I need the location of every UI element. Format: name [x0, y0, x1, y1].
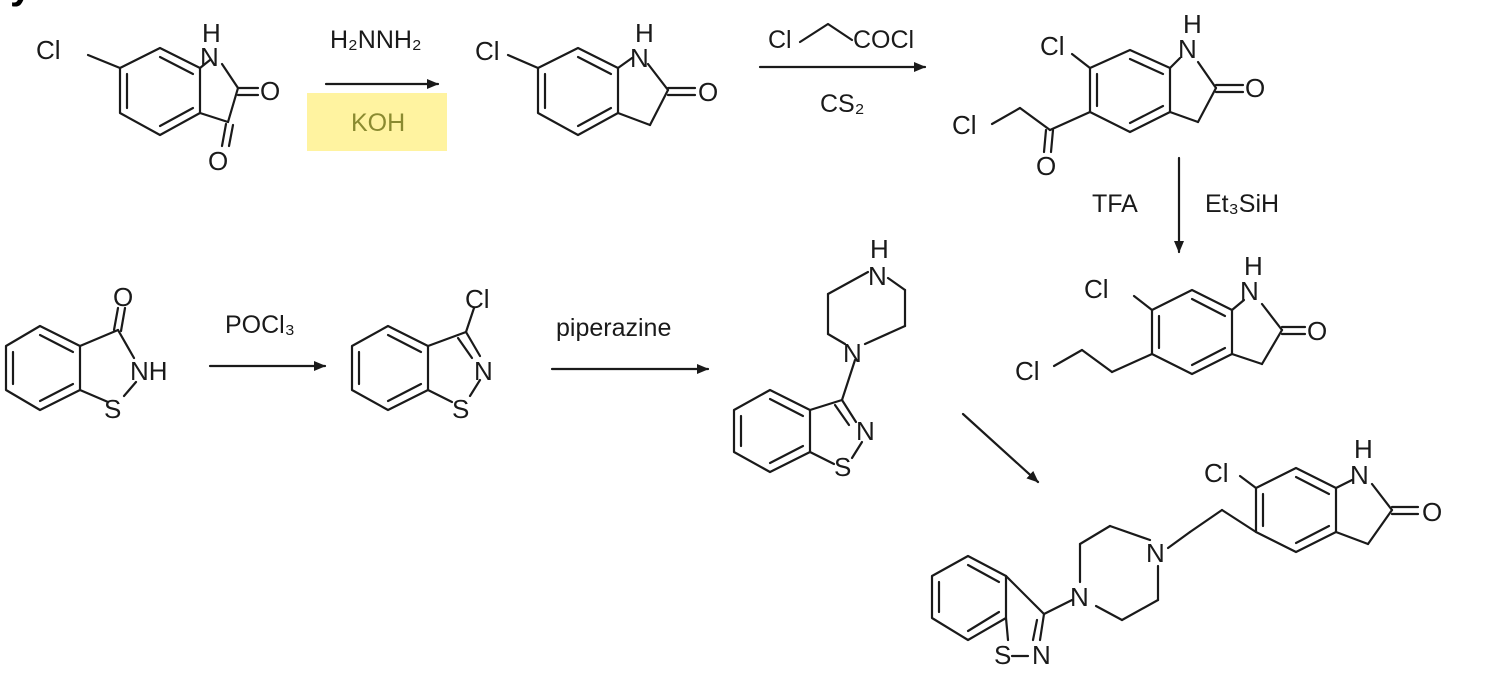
atom-label: S — [104, 394, 121, 424]
molecule-chloroethyl-oxindole: Cl N H O Cl — [1015, 251, 1327, 386]
molecule-chloroisatin: Cl N H O O — [36, 18, 280, 176]
atom-label: H — [635, 18, 654, 48]
atom-label: H — [202, 18, 221, 48]
arrow-step-5: piperazine — [550, 314, 710, 374]
atom-label: Cl — [475, 36, 500, 66]
atom-label: O — [1036, 151, 1056, 181]
atom-label: H — [1244, 251, 1263, 281]
atom-label: S — [994, 640, 1011, 670]
arrow-step-1: H₂NNH₂ KOH — [307, 26, 447, 151]
atom-label: Cl — [952, 110, 977, 140]
atom-label: Cl — [465, 284, 490, 314]
atom-label: H — [870, 234, 889, 264]
atom-label: N — [856, 416, 875, 446]
molecule-chloroacetyl-oxindole: Cl N H O Cl O — [952, 9, 1265, 181]
atom-label: N — [843, 338, 862, 368]
atom-label: N — [1146, 538, 1165, 568]
molecule-piperazinyl-benzisothiazole: N H N N S — [732, 234, 907, 482]
atom-label: Cl — [1040, 31, 1065, 61]
atom-label: Cl — [1015, 356, 1040, 386]
highlight-box — [307, 93, 447, 151]
atom-label: O — [260, 76, 280, 106]
atom-label: H — [1354, 434, 1373, 464]
reagent-piperazine: piperazine — [556, 314, 671, 342]
atom-label: N — [1350, 460, 1369, 490]
arrow-step-6 — [961, 412, 1040, 484]
arrow-step-2: Cl COCl CS₂ — [758, 22, 927, 118]
atom-label: S — [834, 452, 851, 482]
reagent-koh: KOH — [351, 109, 405, 137]
atom-label: Cl — [1084, 274, 1109, 304]
arrow-step-4: POCl₃ — [208, 311, 327, 371]
atom-label: N — [200, 42, 219, 72]
reagent-hydrazine: H₂NNH₂ — [330, 26, 422, 54]
molecule-chlorobenzisothiazole: Cl N S — [350, 284, 493, 424]
atom-label: O — [113, 282, 133, 312]
atom-label: N — [630, 43, 649, 73]
atom-label: Cl — [36, 35, 61, 65]
atom-label: O — [698, 77, 718, 107]
scheme-title: ynthesis — [10, 0, 172, 7]
atom-label: Cl — [1204, 458, 1229, 488]
arrow-step-3: TFA Et₃SiH — [1092, 156, 1279, 254]
atom-label: N — [474, 356, 493, 386]
atom-label: O — [208, 146, 228, 176]
atom-label: O — [1307, 316, 1327, 346]
atom-label: H — [1183, 9, 1202, 39]
molecule-chlorooxindole: Cl N H O — [475, 18, 718, 137]
atom-label: NH — [130, 356, 168, 386]
atom-label: N — [1240, 276, 1259, 306]
atom-label: O — [1245, 73, 1265, 103]
reagent-tfa: TFA — [1092, 190, 1138, 218]
reagent-cs2: CS₂ — [820, 90, 864, 118]
atom-label: N — [1070, 582, 1089, 612]
atom-label: N — [868, 261, 887, 291]
reagent-chloroacetyl-cocl: COCl — [853, 26, 914, 54]
reagent-et3sih: Et₃SiH — [1205, 190, 1279, 218]
atom-label: S — [452, 394, 469, 424]
molecule-benzisothiazolone: O NH S — [4, 282, 168, 424]
reagent-chloroacetyl-cl: Cl — [768, 26, 792, 54]
reagent-pocl3: POCl₃ — [225, 311, 295, 339]
atom-label: N — [1178, 34, 1197, 64]
atom-label: O — [1422, 497, 1442, 527]
atom-label: N — [1032, 640, 1051, 670]
molecule-ziprasidone: Cl N H O N N N S — [930, 434, 1442, 670]
